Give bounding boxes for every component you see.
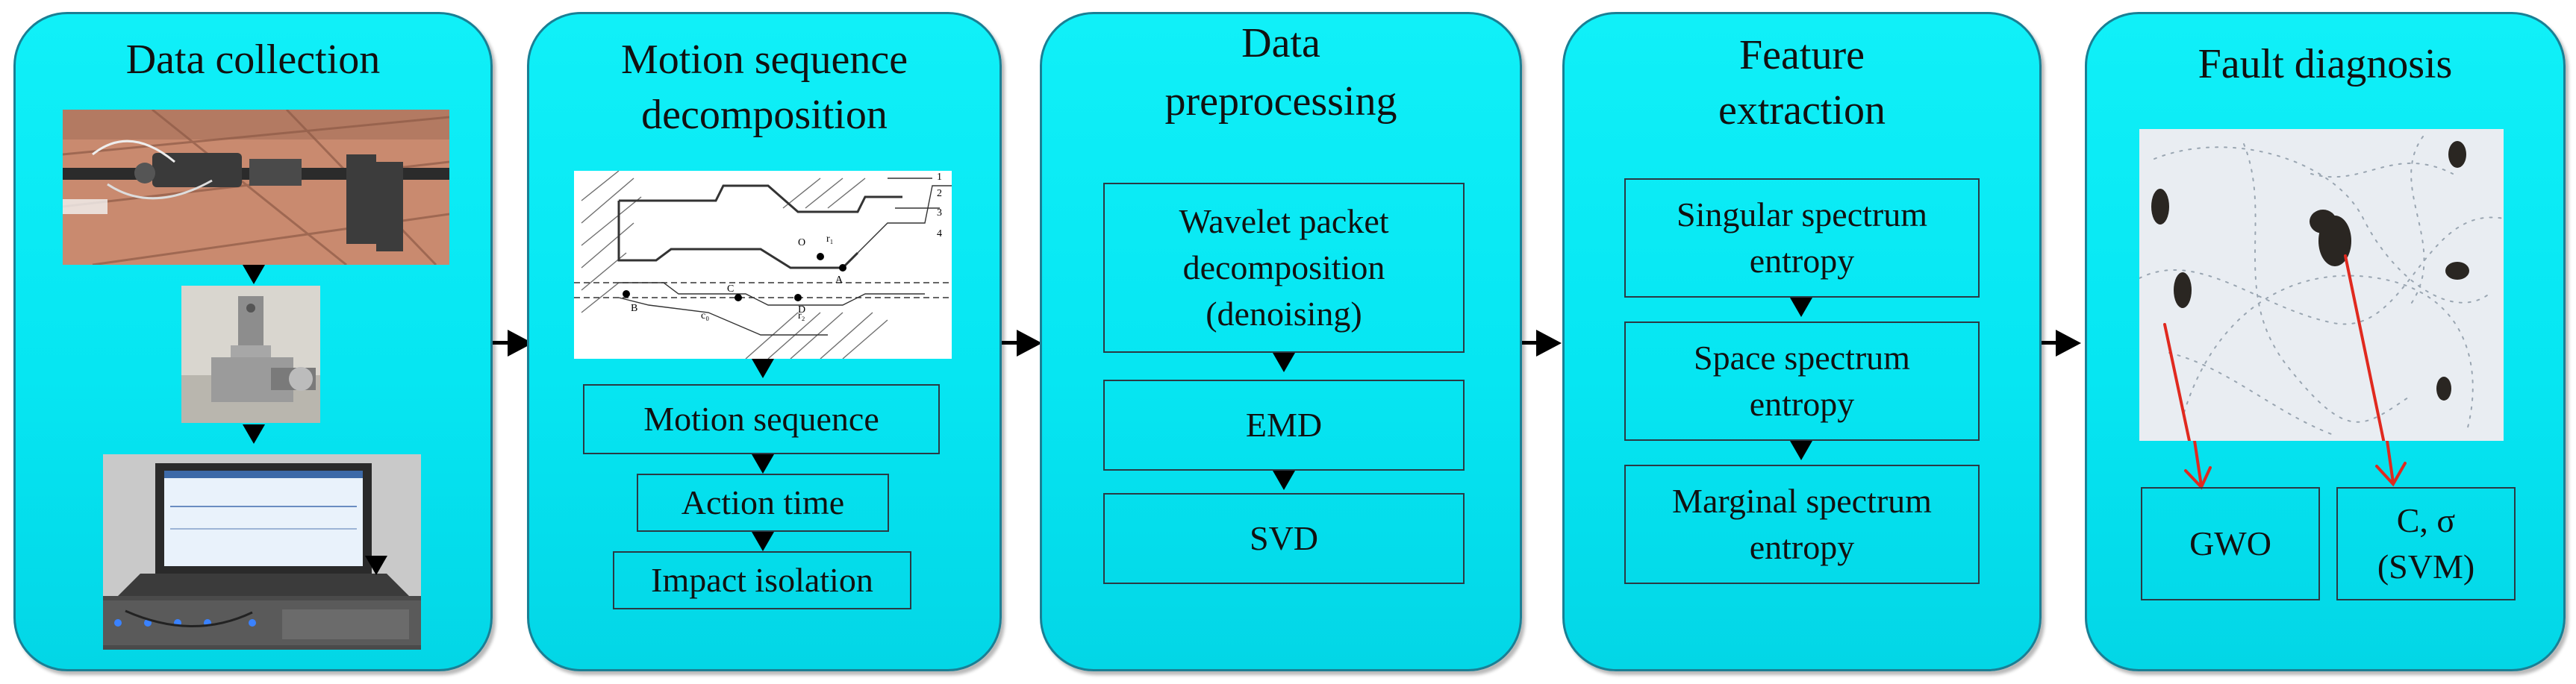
step-marginal-spectrum-entropy: Marginal spectrum entropy xyxy=(1624,465,1980,584)
drawing-label: 4 xyxy=(937,228,942,239)
panel-title-line2: decomposition xyxy=(641,92,888,138)
flow-arrow-down xyxy=(752,454,774,474)
drawing-label: 3 xyxy=(937,207,942,219)
panel-feature-extraction: Feature extraction Singular spectrum ent… xyxy=(1562,12,2042,671)
flow-arrow-down xyxy=(243,424,265,444)
drawing-label: 1 xyxy=(937,172,942,183)
flow-arrow-down xyxy=(752,359,774,378)
gwo-box: GWO xyxy=(2141,487,2320,600)
workbench-photo xyxy=(63,110,449,265)
laptop-photo xyxy=(103,454,421,650)
step-svd: SVD xyxy=(1103,493,1465,584)
panel-title-line1: Feature xyxy=(1739,32,1865,78)
connector-line xyxy=(2042,341,2068,345)
flow-arrow-down xyxy=(1790,441,1812,460)
panel-title: Fault diagnosis xyxy=(2198,41,2453,87)
flow-arrow-down xyxy=(1273,471,1295,490)
drawing-label: D xyxy=(798,304,805,316)
step-line: decomposition xyxy=(1182,248,1385,286)
sensor-photo xyxy=(181,286,320,423)
step-line: entropy xyxy=(1749,242,1855,280)
panel-motion-decomposition: Motion sequence decomposition xyxy=(527,12,1002,671)
drawing-label: O xyxy=(798,237,805,248)
drawing-label: r₂ xyxy=(798,310,805,321)
step-impact-isolation: Impact isolation xyxy=(613,551,911,609)
svm-params-box: C, σ (SVM) xyxy=(2336,487,2516,600)
step-emd: EMD xyxy=(1103,380,1465,471)
step-line: entropy xyxy=(1749,528,1855,566)
step-wavelet-packet: Wavelet packet decomposition (denoising) xyxy=(1103,183,1465,353)
step-line: Wavelet packet xyxy=(1179,202,1389,240)
panel-fault-diagnosis: Fault diagnosis xyxy=(2085,12,2566,671)
panel-title-line1: Data xyxy=(1241,20,1320,66)
step-line: (denoising) xyxy=(1206,295,1362,333)
drawing-label: c₀ xyxy=(701,310,709,321)
panel-title-line2: preprocessing xyxy=(1164,78,1397,125)
flow-arrow-down xyxy=(243,265,265,284)
flow-arrow-right xyxy=(2056,330,2081,357)
step-singular-spectrum-entropy: Singular spectrum entropy xyxy=(1624,178,1980,298)
svm-params-line: (SVM) xyxy=(2377,547,2475,586)
panel-title-line1: Motion sequence xyxy=(620,37,908,83)
flow-arrow-down xyxy=(752,532,774,551)
flow-arrow-down xyxy=(1273,353,1295,372)
panel-data-preprocessing: Data preprocessing Wavelet packet decomp… xyxy=(1040,12,1522,671)
panel-title: Data collection xyxy=(125,37,381,83)
connector-line xyxy=(1522,341,1549,345)
drawing-label: C xyxy=(727,283,734,295)
drawing-label: A xyxy=(835,274,843,286)
step-line: Space spectrum xyxy=(1694,339,1910,377)
drawing-label: r₁ xyxy=(826,233,834,245)
drawing-label: B xyxy=(631,303,637,314)
flow-arrow-right xyxy=(1017,330,1042,357)
flow-arrow-down xyxy=(365,556,387,575)
red-arrow-graphic xyxy=(2184,441,2407,490)
svm-params-line: C, σ xyxy=(2396,501,2456,539)
step-line: entropy xyxy=(1749,385,1855,423)
flow-arrow-down xyxy=(1790,298,1812,317)
step-action-time: Action time xyxy=(637,474,889,532)
flow-arrow-right xyxy=(1536,330,1562,357)
connector-line xyxy=(493,341,520,345)
step-line: Singular spectrum xyxy=(1677,195,1927,233)
step-line: Marginal spectrum xyxy=(1672,482,1932,520)
step-space-spectrum-entropy: Space spectrum entropy xyxy=(1624,321,1980,441)
grey-wolf-photo xyxy=(2139,129,2504,441)
drawing-label: 2 xyxy=(937,188,942,199)
panel-data-collection: Data collection xyxy=(13,12,493,671)
panel-title-line2: extraction xyxy=(1718,87,1886,134)
mechanism-drawing: O B C D A r₁ r₂ c₀ 1 2 3 4 xyxy=(574,171,952,359)
step-motion-sequence: Motion sequence xyxy=(583,384,940,454)
